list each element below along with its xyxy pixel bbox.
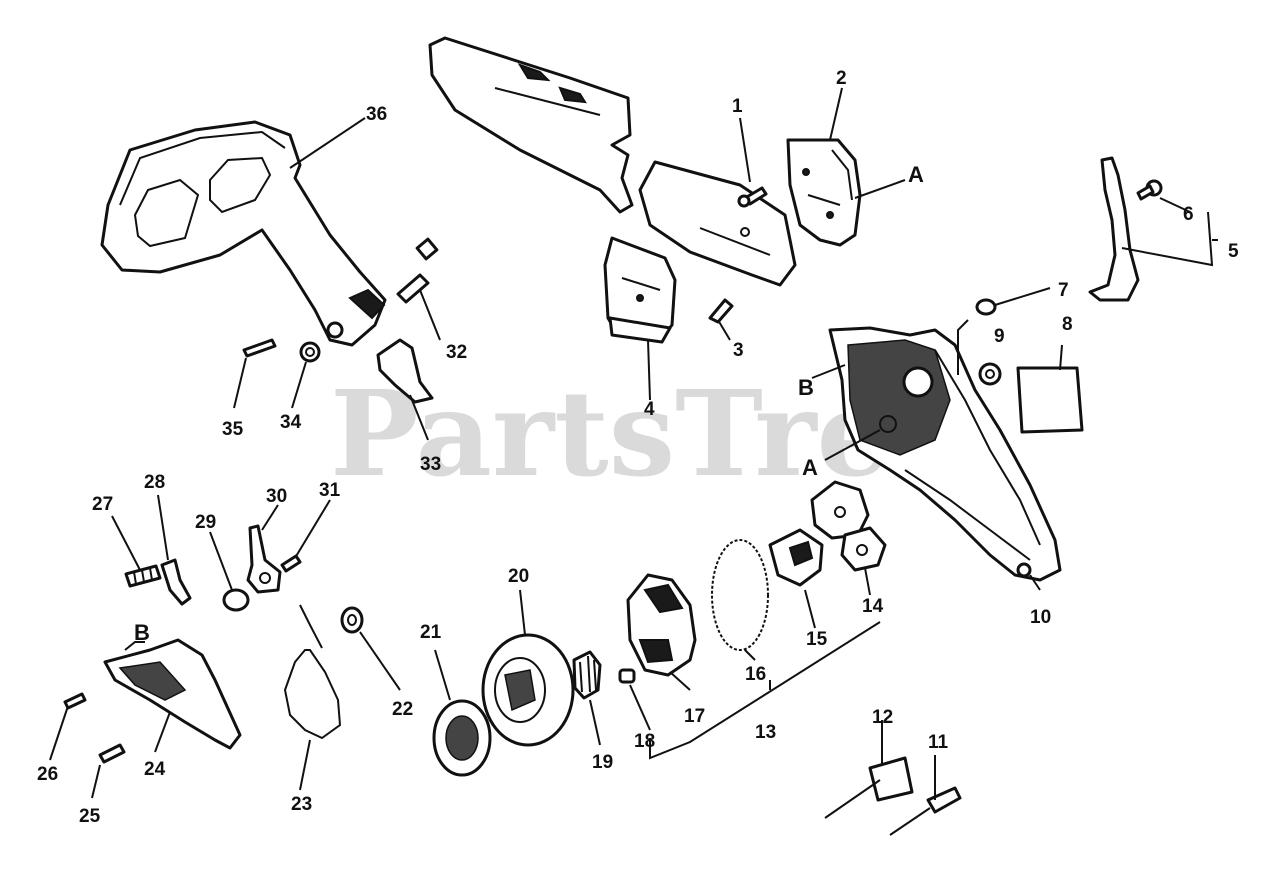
part-7-washer	[975, 298, 997, 316]
part-5-chain-catcher	[1088, 156, 1140, 302]
part-3-screw	[708, 298, 734, 324]
callout-31: 31	[319, 480, 341, 501]
part-11-screwdriver	[889, 786, 962, 836]
part-15-oil-pump	[768, 528, 824, 587]
part-25-screw	[98, 743, 126, 764]
part-27-spring	[124, 564, 162, 588]
part-17-clutch	[626, 573, 697, 677]
part-18-screw	[618, 668, 636, 684]
callout-27: 27	[92, 494, 113, 515]
callout-6: 6	[1183, 204, 1194, 225]
callout-26: 26	[37, 764, 58, 785]
part-8-decal	[1016, 366, 1084, 434]
callout-36: 36	[366, 104, 387, 125]
part-34-nut	[299, 341, 321, 363]
callout-11: 11	[928, 732, 949, 753]
part-35-pin	[242, 338, 277, 358]
callout-34: 34	[280, 412, 302, 433]
ref-a-top: A	[908, 162, 924, 187]
callout-28: 28	[144, 472, 165, 493]
callout-10: 10	[1030, 607, 1051, 628]
callout-12: 12	[872, 707, 893, 728]
callout-16: 16	[745, 664, 766, 685]
part-12-wrench	[824, 756, 914, 819]
part-28-lever	[160, 558, 192, 606]
callout-14: 14	[862, 596, 884, 617]
part-2-bar-plate	[786, 138, 862, 247]
part-10-clutch-cover	[828, 326, 1062, 582]
ref-b-bottom: B	[134, 620, 150, 645]
callout-labels: 1 2 3 4 5 6 7 8 9 10 11 12 13 14 15 16 1…	[37, 68, 1239, 827]
guide-bar	[428, 36, 634, 214]
saw-chain	[638, 160, 797, 287]
callout-7: 7	[1058, 280, 1069, 301]
callout-2: 2	[836, 68, 847, 89]
part-20-clutch-drum	[481, 633, 575, 747]
part-23-brake-band	[283, 604, 342, 740]
callout-1: 1	[732, 96, 743, 117]
callout-9: 9	[994, 326, 1005, 347]
callout-20: 20	[508, 566, 529, 587]
part-36-hand-guard	[100, 120, 387, 347]
callout-25: 25	[79, 806, 101, 827]
callout-32: 32	[446, 342, 467, 363]
ref-a-cover: A	[802, 455, 818, 480]
callout-33: 33	[420, 454, 441, 475]
callout-29: 29	[195, 512, 216, 533]
leader-lines	[49, 87, 1218, 800]
part-16-gear-ring	[711, 539, 769, 651]
part-6-screw	[1136, 179, 1163, 201]
callout-30: 30	[266, 486, 287, 507]
callout-35: 35	[222, 419, 244, 440]
part-9-nut	[978, 362, 1002, 386]
part-24-brake-cover	[103, 638, 242, 750]
part-29-bushing	[222, 588, 250, 612]
part-21-sprocket	[432, 699, 492, 777]
callout-5: 5	[1228, 241, 1239, 262]
part-30-brake-lever	[246, 524, 282, 594]
callout-3: 3	[733, 340, 744, 361]
callout-21: 21	[420, 622, 442, 643]
callout-19: 19	[592, 752, 613, 773]
part-33-clip	[376, 338, 434, 404]
callout-17: 17	[684, 706, 705, 727]
ref-b-cover: B	[798, 375, 814, 400]
part-22-bushing	[340, 606, 364, 634]
part-4-bar-plate-inner	[603, 236, 677, 344]
callout-18: 18	[634, 731, 655, 752]
part-32-screw	[396, 237, 439, 304]
part-31-screw	[280, 554, 302, 573]
callout-24: 24	[144, 759, 166, 780]
callout-22: 22	[392, 699, 413, 720]
part-14-plates	[810, 480, 887, 572]
reference-letters: A B A B	[134, 162, 924, 645]
callout-8: 8	[1062, 314, 1073, 335]
callout-13: 13	[755, 722, 776, 743]
part-19-bearing	[572, 650, 602, 700]
callout-23: 23	[291, 794, 312, 815]
callout-15: 15	[806, 629, 828, 650]
part-26-screw	[63, 692, 87, 710]
callout-4: 4	[644, 399, 655, 420]
part-1-screw	[737, 186, 768, 208]
